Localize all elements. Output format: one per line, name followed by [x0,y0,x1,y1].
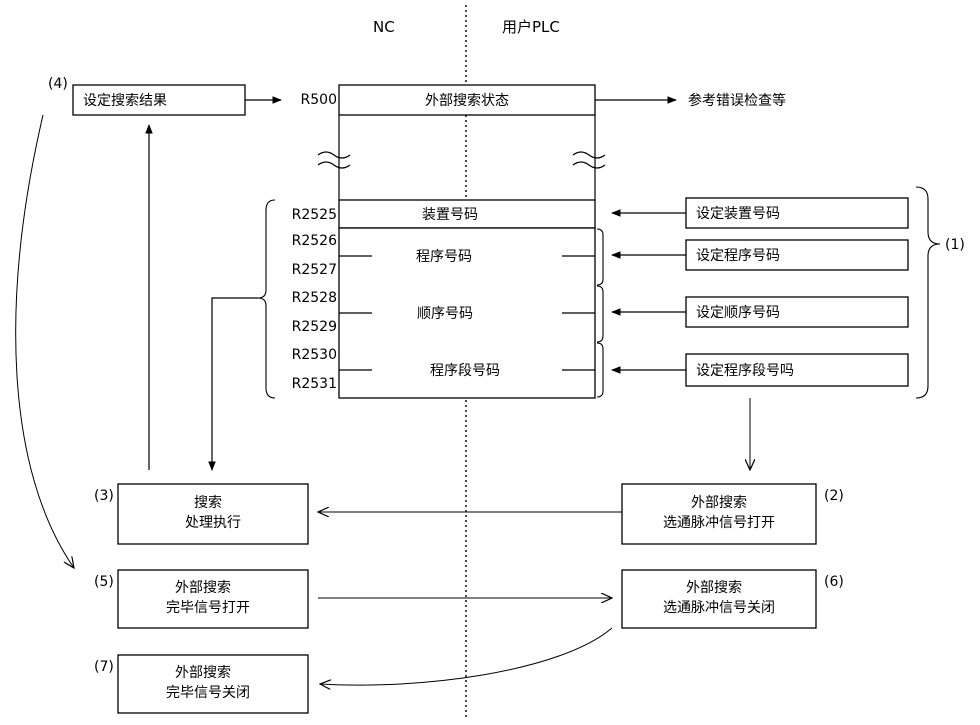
arrow-strobe-off-to-complete-off [320,627,613,685]
complete-off-line1: 外部搜索 [175,664,231,681]
block-no-bracket [596,342,604,398]
complete-off-line2: 完毕信号关闭 [166,685,250,701]
register-r2530: R2530 [292,347,337,363]
arrow-result-to-complete-on [15,114,74,568]
step-6-label: (6) [824,574,844,590]
set-sequence-no-text: 设定顺序号码 [696,305,780,321]
break-mark-right [572,151,606,159]
arrow-registers-to-search-exec [208,297,258,471]
row-external-search-status [338,84,596,116]
step-2-label: (2) [824,488,844,504]
set-device-no-text: 设定装置号码 [696,206,780,222]
strobe-off-line2: 选通脉冲信号关闭 [663,600,775,616]
strobe-on-line1: 外部搜索 [691,494,747,511]
set-block-no-text: 设定程序段号吗 [696,363,794,379]
rows-program-sequence-block [338,227,596,399]
block-no-label: 程序段号码 [430,363,500,379]
search-exec-line1: 搜索 [194,494,222,511]
program-no-bracket [596,228,604,286]
complete-off-box [117,654,309,714]
set-sequence-no-box [685,296,909,328]
register-r2528: R2528 [292,290,337,306]
complete-on-line2: 完毕信号打开 [166,599,250,616]
sequence-no-label: 顺序号码 [417,306,473,322]
complete-on-box [117,569,309,629]
step-1-label: (1) [945,237,965,253]
strobe-on-box [621,483,817,545]
strobe-off-box [621,569,817,629]
register-r2525: R2525 [292,207,337,223]
register-left-bracket [257,199,276,399]
step-4-label: (4) [48,76,68,92]
search-exec-box [117,483,309,545]
step-5-label: (5) [94,574,114,590]
register-r2529: R2529 [292,319,337,335]
register-r2531: R2531 [292,376,337,392]
set-device-no-box [685,197,909,229]
break-mark-left [317,151,351,159]
register-r500: R500 [301,92,337,108]
complete-on-line1: 外部搜索 [175,579,231,596]
device-no-label: 装置号码 [422,207,478,223]
search-exec-line2: 处理执行 [185,515,241,531]
step-1-brace [915,186,941,399]
external-search-status-label: 外部搜索状态 [425,92,509,109]
nc-header: NC [373,18,395,36]
set-search-result-text: 设定搜索结果 [83,92,167,109]
set-program-no-box [685,239,909,271]
strobe-off-line1: 外部搜索 [686,579,742,596]
register-r2526: R2526 [292,233,337,249]
step-7-label: (7) [94,659,114,675]
strobe-on-line2: 选通脉冲信号打开 [663,514,775,531]
row-device-no [338,199,596,229]
register-r2527: R2527 [292,262,337,278]
sequence-no-bracket [596,285,604,343]
set-program-no-text: 设定程序号码 [696,248,780,264]
program-no-label: 程序号码 [416,249,472,265]
step-3-label: (3) [94,488,114,504]
plc-header: 用户PLC [502,18,560,36]
ref-error-check-text: 参考错误检查等 [688,92,786,109]
